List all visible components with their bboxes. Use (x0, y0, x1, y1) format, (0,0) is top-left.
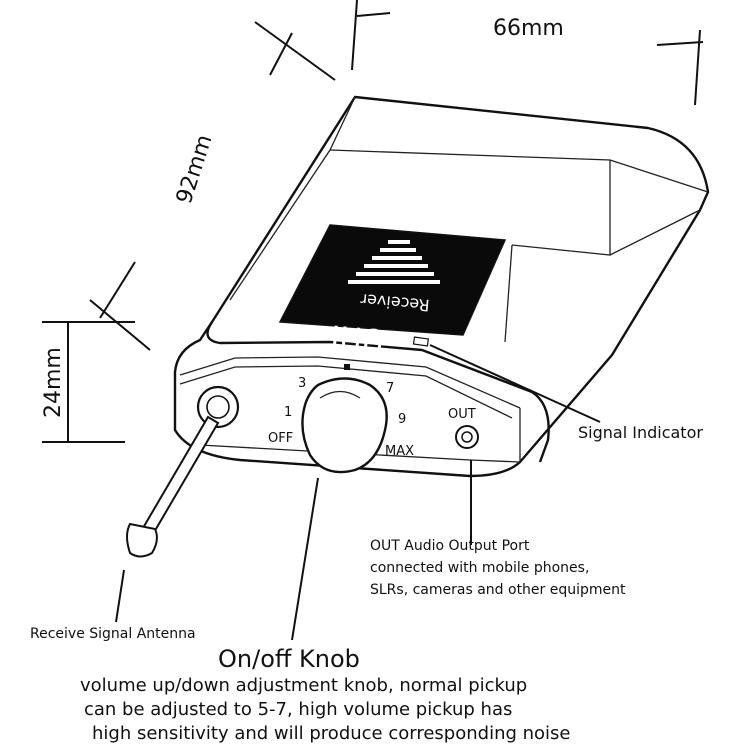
knob-desc-line2: can be adjusted to 5-7, high volume pick… (84, 699, 512, 720)
dimension-lines (42, 0, 704, 443)
knob-callout-title: On/off Knob (218, 645, 360, 673)
knob-scale-off: OFF (268, 431, 293, 446)
out-port-label: OUT (448, 407, 476, 422)
height-dimension-label: 24mm (41, 347, 66, 418)
knob-scale-1: 1 (284, 405, 292, 420)
audio-output-port[interactable] (455, 425, 479, 449)
signal-bars-icon (348, 240, 440, 284)
knob-scale-7: 7 (386, 381, 394, 396)
antenna-callout: Receive Signal Antenna (30, 626, 196, 642)
knob-pointer-mark (344, 364, 350, 370)
knob-desc-line3: high sensitivity and will produce corres… (92, 723, 571, 744)
signal-indicator-led (412, 336, 430, 347)
knob-scale-max: MAX (385, 444, 414, 459)
receive-antenna[interactable] (126, 385, 240, 558)
signal-indicator-callout: Signal Indicator (578, 423, 703, 442)
knob-scale-9: 9 (398, 412, 406, 427)
out-port-callout-line3: SLRs, cameras and other equipment (370, 582, 626, 598)
out-port-callout-line2: connected with mobile phones, (370, 560, 589, 576)
volume-knob[interactable] (301, 377, 388, 474)
width-dimension-label: 66mm (493, 16, 564, 41)
length-dimension-label: 92mm (172, 132, 218, 207)
out-port-callout-line1: OUT Audio Output Port (370, 538, 530, 554)
screen-brand-label: UHF (321, 317, 386, 357)
knob-scale-3: 3 (298, 376, 306, 391)
knob-desc-line1: volume up/down adjustment knob, normal p… (80, 675, 527, 696)
display-screen: Receiver UHF (278, 224, 507, 357)
